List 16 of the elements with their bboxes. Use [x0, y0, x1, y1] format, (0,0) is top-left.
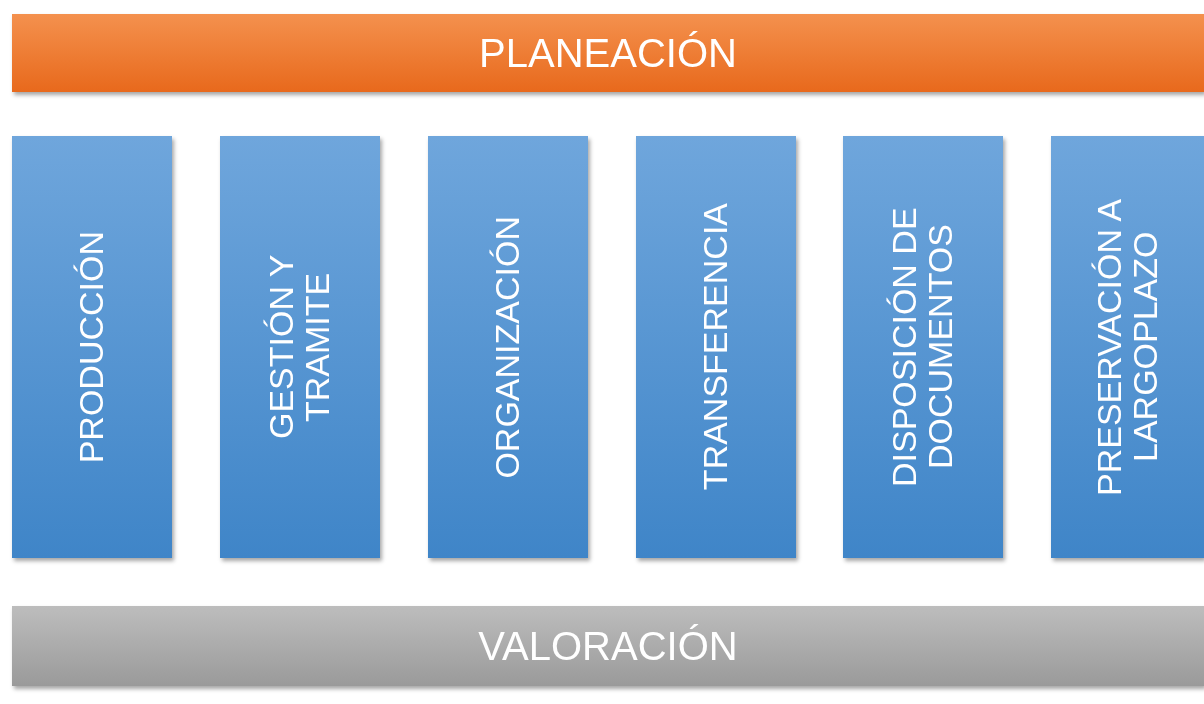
column-label: PRESERVACIÓN A LARGOPLAZO — [1091, 197, 1164, 498]
column-box — [843, 136, 1003, 558]
banner-label: PLANEACIÓN — [479, 30, 737, 76]
banner-label: VALORACIÓN — [478, 623, 738, 669]
column-label: ORGANIZACIÓN — [490, 215, 526, 479]
column-box — [1051, 136, 1204, 558]
column-box — [220, 136, 380, 558]
column-box — [12, 136, 172, 558]
column-label: GESTIÓN Y TRAMITE — [264, 253, 336, 442]
column-box — [636, 136, 796, 558]
banner — [12, 14, 1204, 92]
banner — [12, 606, 1204, 686]
column-box — [428, 136, 588, 558]
column-label: TRANSFERENCIA — [698, 203, 734, 491]
column-label: DISPOSICIÓN DE DOCUMENTOS — [887, 206, 959, 489]
column-label: PRODUCCIÓN — [74, 230, 110, 464]
